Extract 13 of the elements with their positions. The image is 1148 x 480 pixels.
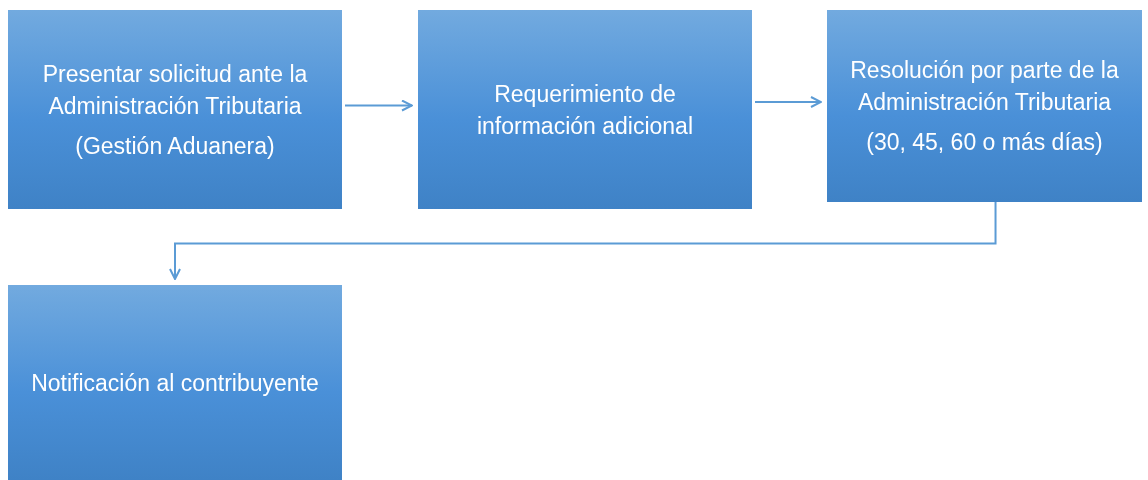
step-label: Requerimiento de información adicional (475, 79, 695, 141)
process-box (418, 10, 752, 209)
note-text: (Gestión Aduanera) (75, 131, 275, 161)
step-label: Presentar solicitud ante la Administración Tributaria (41, 59, 309, 121)
process-box (8, 10, 342, 209)
note-text: (30, 45, 60 o más días) (866, 128, 1103, 157)
process-box (827, 10, 1142, 202)
process-box (8, 285, 342, 480)
arrow (169, 201, 997, 280)
arrow (754, 96, 822, 108)
arrow (344, 99, 413, 112)
step-label: Resolución por parte de la Administración Tributaria (849, 56, 1120, 117)
step-label: Notificación al contribuyente (31, 368, 319, 398)
